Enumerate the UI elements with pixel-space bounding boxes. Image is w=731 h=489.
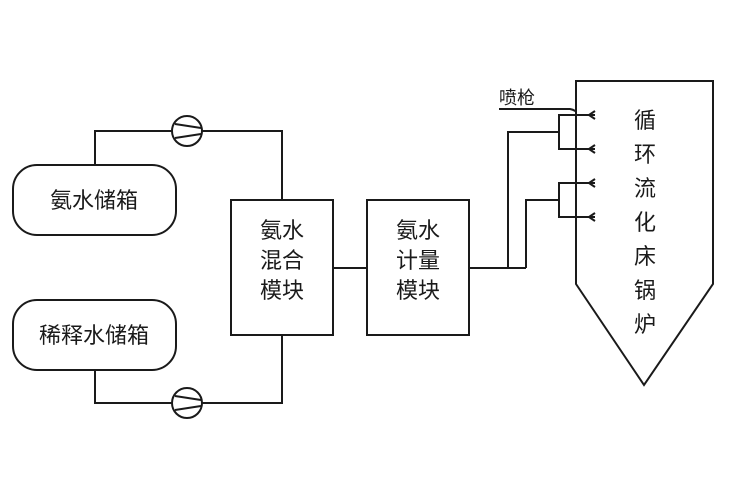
dilution-tank: 稀释水储箱 bbox=[12, 299, 177, 371]
metering-module-line-2: 计量 bbox=[396, 249, 440, 274]
nozzle-icon bbox=[576, 212, 596, 222]
spray-gun-label: 喷枪 bbox=[499, 88, 535, 109]
mixing-module-line-2: 混合 bbox=[260, 249, 304, 274]
pipe-branch-lower bbox=[525, 199, 559, 268]
boiler-label-char: 流 bbox=[634, 177, 656, 202]
metering-module-line-1: 氨水 bbox=[396, 219, 440, 244]
pipe-ammonia-tank-to-pump bbox=[94, 130, 172, 165]
pipe-branch-upper bbox=[507, 131, 559, 268]
mixing-module: 氨水 混合 模块 bbox=[230, 199, 334, 336]
metering-module-box bbox=[366, 199, 470, 336]
mixing-module-line-1: 氨水 bbox=[260, 219, 304, 244]
dilution-pump-icon bbox=[171, 387, 203, 419]
pipe-pump-to-mixing bbox=[202, 130, 283, 200]
boiler-label-char: 环 bbox=[634, 143, 656, 168]
spray-gun-manifold-lower bbox=[558, 182, 579, 218]
dilution-tank-label: 稀释水储箱 bbox=[39, 324, 149, 349]
boiler-label-char: 循 bbox=[634, 109, 656, 134]
ammonia-pump-icon bbox=[171, 115, 203, 147]
boiler-label-char: 炉 bbox=[634, 313, 656, 338]
boiler-label-char: 锅 bbox=[634, 279, 656, 304]
pipe-dilution-tank-to-pump bbox=[94, 370, 172, 404]
boiler-label-char: 床 bbox=[634, 245, 656, 270]
nozzle-icon bbox=[576, 178, 596, 188]
mixing-module-line-3: 模块 bbox=[260, 279, 304, 304]
spray-gun-manifold-upper bbox=[558, 114, 579, 150]
metering-module: 氨水 计量 模块 bbox=[366, 199, 470, 336]
ammonia-tank: 氨水储箱 bbox=[12, 164, 177, 236]
ammonia-tank-label: 氨水储箱 bbox=[50, 189, 138, 214]
metering-module-line-3: 模块 bbox=[396, 279, 440, 304]
nozzles bbox=[576, 110, 596, 222]
nozzle-icon bbox=[576, 144, 596, 154]
nozzle-icon bbox=[576, 110, 596, 120]
boiler-shape bbox=[575, 80, 714, 387]
boiler-label-char: 化 bbox=[634, 211, 656, 236]
pipe-pump-to-mixing-bottom bbox=[202, 335, 283, 404]
